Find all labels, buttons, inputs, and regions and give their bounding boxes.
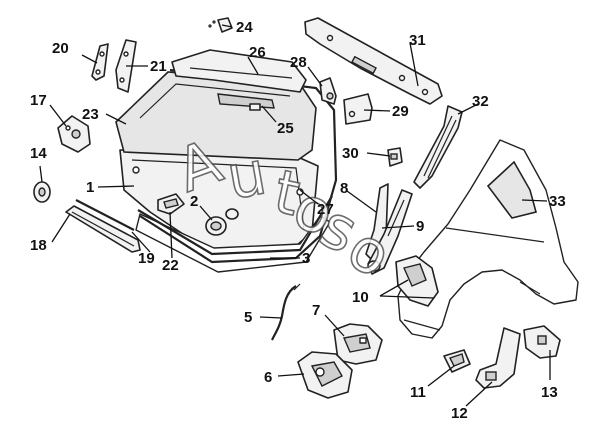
callout-21: 21 — [150, 58, 167, 75]
part-small-bracket — [443, 349, 471, 373]
part-roof-rear-rail — [304, 17, 443, 105]
callout-13: 13 — [541, 384, 558, 401]
callout-1: 1 — [86, 179, 94, 196]
part-spoiler — [171, 49, 307, 93]
callout-31: 31 — [409, 32, 426, 49]
part-rear-fender-liner — [475, 327, 521, 389]
part-gas-strut — [65, 205, 141, 253]
callout-19: 19 — [138, 250, 155, 267]
part-latch-switch — [319, 77, 337, 105]
callout-20: 20 — [52, 40, 69, 57]
part-tail-lamp-lower — [297, 351, 353, 399]
part-drain-channel — [413, 105, 463, 189]
callout-2: 2 — [190, 193, 198, 210]
callout-8: 8 — [340, 180, 348, 197]
callout-7: 7 — [312, 302, 320, 319]
callout-3: 3 — [302, 250, 310, 267]
part-wheel-arch-bracket — [395, 255, 439, 307]
callout-32: 32 — [472, 93, 489, 110]
callout-10: 10 — [352, 289, 369, 306]
leader-lines — [39, 24, 551, 407]
callout-18: 18 — [30, 237, 47, 254]
callout-25: 25 — [277, 120, 294, 137]
callout-26: 26 — [249, 44, 266, 61]
callout-17: 17 — [30, 92, 47, 109]
callout-22: 22 — [162, 257, 179, 274]
part-striker-bracket — [343, 93, 373, 125]
part-hose-pipe — [271, 283, 301, 341]
watermark: A u t o s o — [167, 126, 403, 293]
callout-9: 9 — [416, 218, 424, 235]
callout-28: 28 — [290, 54, 307, 71]
callout-11: 11 — [410, 384, 426, 401]
part-brake-light — [217, 93, 275, 111]
part-tail-lamp-upper — [333, 323, 383, 365]
callout-33: 33 — [549, 193, 566, 210]
callout-14: 14 — [30, 145, 47, 162]
callout-23: 23 — [82, 106, 99, 123]
part-bump-stop — [33, 181, 51, 203]
part-washer-nozzle — [208, 17, 233, 33]
part-corner-bracket — [523, 325, 561, 359]
callout-5: 5 — [244, 309, 252, 326]
part-handle — [157, 193, 185, 215]
callout-24: 24 — [236, 19, 253, 36]
part-weatherstrip-seal — [139, 68, 338, 264]
callout-29: 29 — [392, 103, 409, 120]
part-hinge-bracket-left — [91, 43, 109, 81]
part-pillar-reinforcement — [367, 189, 413, 275]
callout-labels: 24 26 20 21 28 31 32 17 23 29 25 30 14 1… — [30, 19, 566, 422]
part-lock-cylinder — [205, 208, 239, 236]
callout-27: 27 — [317, 201, 334, 218]
callout-30: 30 — [342, 145, 359, 162]
callout-12: 12 — [451, 405, 468, 422]
part-support-rod — [75, 199, 135, 231]
part-clip — [387, 147, 403, 167]
callout-6: 6 — [264, 369, 272, 386]
